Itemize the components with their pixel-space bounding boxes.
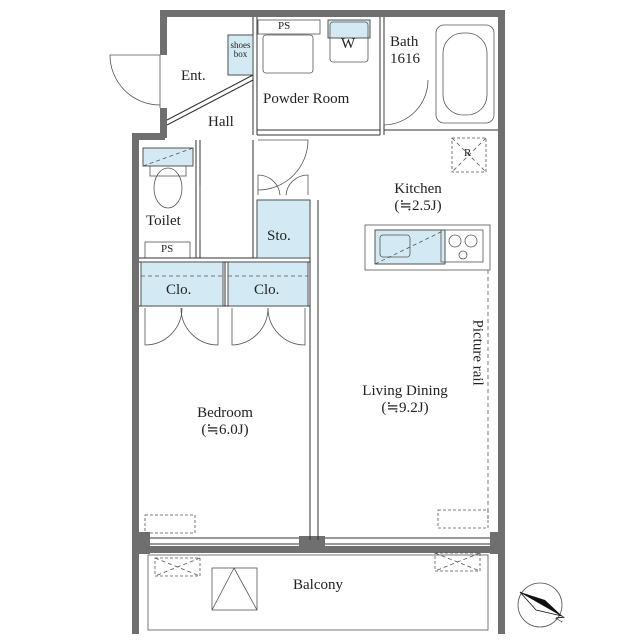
picture-rail-label: Picture rail [469, 319, 486, 386]
balcony-area [147, 552, 489, 631]
living-dining-area: (≒9.2J) [381, 400, 429, 417]
refrigerator-label: R [464, 147, 472, 159]
washer-label: W [341, 36, 356, 52]
storage-label: Sto. [267, 228, 291, 244]
storage-fills [140, 19, 446, 307]
kitchen-label: Kitchen (≒2.5J) [378, 181, 458, 216]
powder-room-label: Powder Room [263, 91, 350, 107]
kitchen-area: (≒2.5J) [394, 198, 442, 215]
bedroom-name: Bedroom [197, 405, 253, 421]
hall-label: Hall [208, 114, 234, 130]
shoes-box-line1: shoes [230, 40, 251, 50]
closet-right-label: Clo. [254, 282, 280, 298]
bath-size: 1616 [390, 51, 420, 68]
windows [144, 509, 490, 545]
bath-name: Bath [390, 34, 419, 50]
ps-top-label: PS [278, 20, 291, 32]
fixtures [149, 19, 495, 520]
bath-label: Bath 1616 [390, 34, 420, 69]
living-dining-name: Living Dining [362, 383, 448, 399]
balcony-label: Balcony [293, 577, 343, 593]
exterior-walls [132, 10, 505, 634]
compass-icon [517, 582, 563, 628]
doors [109, 54, 429, 346]
entrance-label: Ent. [181, 68, 206, 84]
closet-left-label: Clo. [166, 282, 192, 298]
shoes-box-line2: box [233, 49, 248, 59]
bedroom-label: Bedroom (≒6.0J) [185, 405, 265, 440]
shoes-box-label: shoes box [228, 41, 253, 59]
toilet-label: Toilet [146, 213, 181, 229]
kitchen-name: Kitchen [394, 181, 442, 197]
living-dining-label: Living Dining (≒9.2J) [345, 383, 465, 418]
ps-toilet-label: PS [161, 243, 174, 255]
bedroom-area: (≒6.0J) [201, 422, 249, 439]
